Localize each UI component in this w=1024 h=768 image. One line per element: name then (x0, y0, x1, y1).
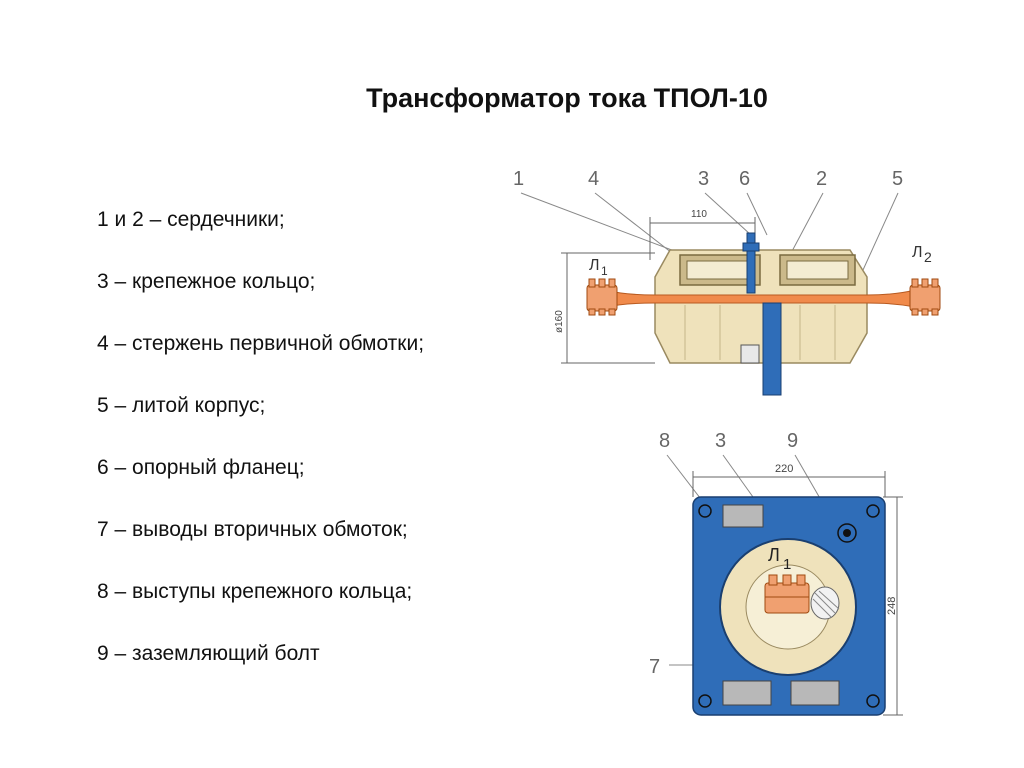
top-terminal (764, 574, 810, 614)
label-l1-sub: 1 (601, 264, 608, 278)
ring-clamp (742, 242, 760, 252)
legend-item-support-flange: 6 – опорный фланец; (97, 456, 305, 479)
mounting-ring (746, 232, 756, 294)
legend-item-mounting-ring: 3 – крепежное кольцо; (97, 270, 316, 293)
dim-248: 248 (886, 597, 898, 615)
legend-item-ring-projections: 8 – выступы крепежного кольца; (97, 580, 413, 603)
callout-7: 7 (649, 656, 660, 678)
callout-8: 8 (659, 430, 670, 452)
callout-3: 3 (698, 168, 709, 190)
callout-1: 1 (513, 168, 524, 190)
label-l2: Л (912, 244, 923, 261)
top-dimension-width: 220 (692, 463, 886, 497)
grounding-bolt (843, 529, 851, 537)
terminal-left (586, 278, 618, 316)
legend-item-grounding-bolt: 9 – заземляющий болт (97, 642, 320, 665)
legend-item-secondary-terminals: 7 – выводы вторичных обмоток; (97, 518, 408, 541)
body-ribs (684, 305, 836, 360)
label-l1: Л (589, 257, 600, 274)
dim-160: ø160 (554, 310, 565, 333)
label-top-l1-sub: 1 (783, 556, 791, 573)
callout-3-top: 3 (715, 430, 726, 452)
callout-2: 2 (816, 168, 827, 190)
legend-item-primary-rod: 4 – стержень первичной обмотки; (97, 332, 425, 355)
top-view-diagram: 8 3 9 7 220 248 (649, 430, 903, 716)
legend-item-cores: 1 и 2 – сердечники; (97, 208, 285, 231)
ring-projection-top (722, 504, 764, 528)
terminal-right (909, 278, 941, 316)
callout-9: 9 (787, 430, 798, 452)
callout-6: 6 (739, 168, 750, 190)
label-l2-sub: 2 (924, 249, 932, 265)
dimension-height: ø160 (554, 252, 655, 364)
ring-projection-bottom-left (722, 680, 772, 706)
page-title: Трансформатор тока ТПОЛ-10 (366, 83, 768, 113)
secondary-terminals (740, 344, 760, 364)
top-dimension-height: 248 (883, 496, 903, 716)
dim-220: 220 (775, 463, 793, 475)
side-view-diagram: 1 4 3 6 2 5 110 ø160 (513, 168, 941, 396)
cable-bundle (810, 586, 840, 620)
callout-5: 5 (892, 168, 903, 190)
core-1-window (686, 260, 754, 280)
legend-item-cast-body: 5 – литой корпус; (97, 394, 266, 417)
legend-list: 1 и 2 – сердечники; 3 – крепежное кольцо… (97, 208, 424, 704)
dim-110: 110 (691, 209, 707, 220)
callout-4: 4 (588, 168, 599, 190)
core-2-window (786, 260, 849, 280)
support-flange (762, 302, 782, 396)
label-top-l1: Л (768, 545, 780, 565)
bolt-holes (698, 504, 880, 708)
ring-projection-bottom-right (790, 680, 840, 706)
